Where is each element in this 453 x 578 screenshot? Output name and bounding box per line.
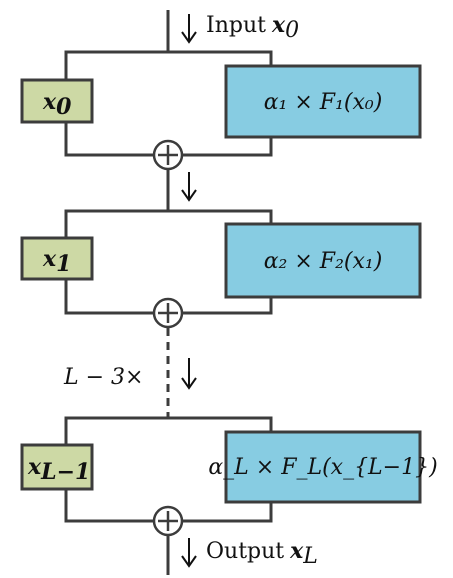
flow-arrow-1 (181, 172, 197, 202)
skip-box-3 (20, 443, 94, 491)
sum-node-1 (152, 139, 184, 171)
function-box-3 (224, 430, 422, 504)
function-label-2: α₂ × F₂(x₁) (264, 249, 383, 274)
skip-label-2: x1 (42, 246, 71, 277)
function-box-2 (224, 222, 422, 299)
input-arrow (181, 14, 197, 44)
skip-box-1 (20, 78, 94, 124)
skip-label-1: x0 (42, 89, 72, 120)
flow-arrow-2 (181, 358, 197, 390)
repeat-label: L − 3× (63, 365, 143, 390)
function-box-1 (224, 64, 422, 139)
residual-block-3: xL−1 α_L × F_L(x_{L−1}) (20, 416, 438, 537)
skip-label-3: xL−1 (27, 454, 90, 485)
function-label-1: α₁ × F₁(x₀) (264, 90, 383, 115)
function-label-3: α_L × F_L(x_{L−1}) (208, 455, 437, 480)
sum-node-3 (152, 505, 184, 537)
sum-node-2 (152, 297, 184, 329)
skip-box-2 (20, 236, 94, 281)
output-arrow (181, 538, 197, 568)
residual-block-1: x0 α₁ × F₁(x₀) (20, 50, 422, 171)
residual-block-2: x1 α₂ × F₂(x₁) (20, 209, 422, 329)
